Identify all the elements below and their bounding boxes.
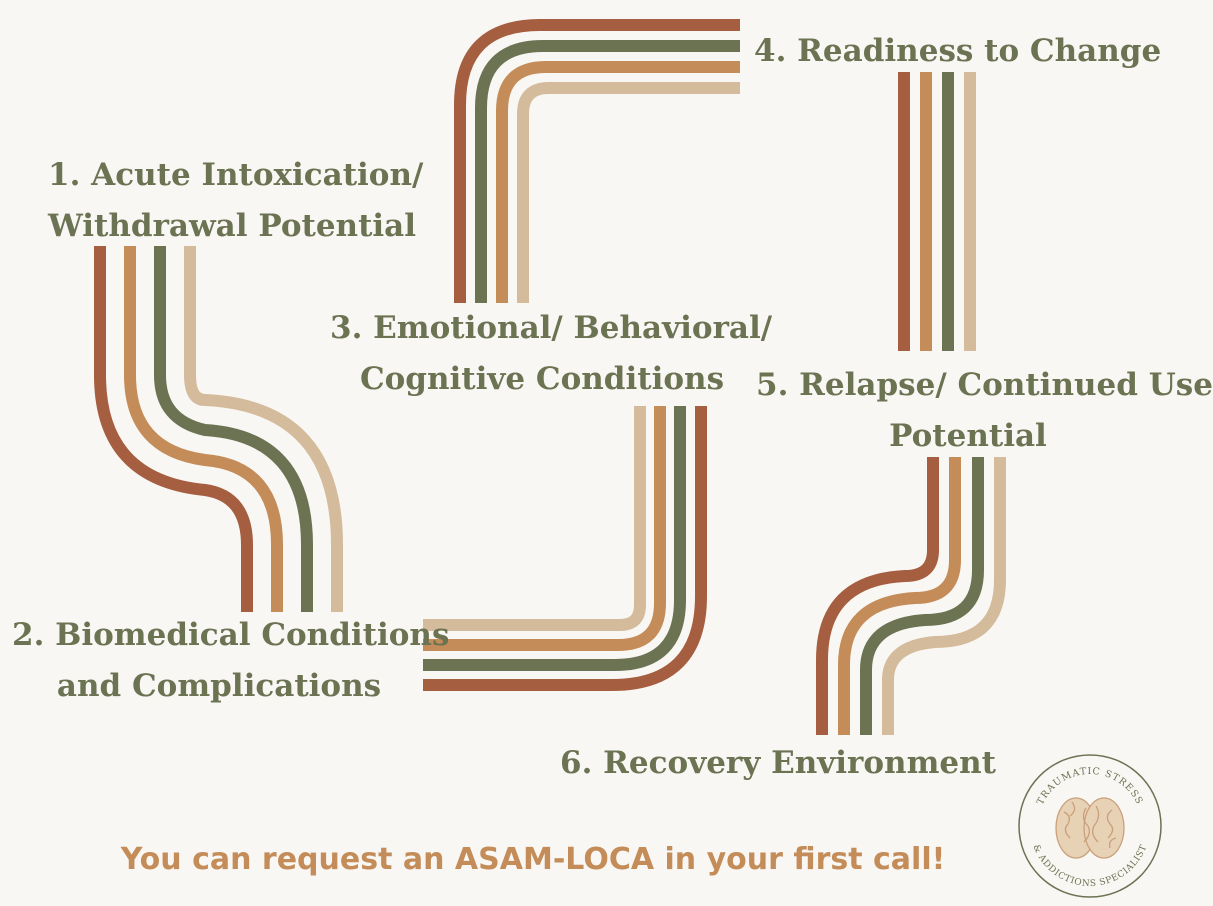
stripe-olive [154, 246, 313, 612]
dimension-2-line2: and Complications [56, 668, 382, 704]
stripe-beige [882, 457, 1006, 735]
stripe-rust [816, 457, 939, 735]
connector-5-6 [816, 457, 1006, 735]
dimension-2-line1: 2. Biomedical Conditions [12, 617, 450, 653]
stripe-beige [517, 82, 740, 303]
dimension-2-label: 2. Biomedical Conditions and Complicatio… [12, 610, 450, 712]
stripe-tan [423, 406, 666, 651]
stripe-rust [454, 19, 740, 303]
dimension-4-line1: 4. Readiness to Change [754, 33, 1162, 69]
dimension-1-label: 1. Acute Intoxication/ Withdrawal Potent… [48, 150, 424, 252]
connector-4-5 [898, 72, 976, 351]
stripe-rust [423, 406, 707, 691]
dimension-3-label: 3. Emotional/ Behavioral/ Cognitive Cond… [330, 303, 773, 405]
dimension-6-line1: 6. Recovery Environment [560, 745, 996, 781]
stripe-olive [423, 406, 686, 671]
connector-3-4 [454, 19, 740, 303]
stripe-connectors [94, 19, 1006, 735]
dimension-5-line1: 5. Relapse/ Continued Use [756, 367, 1213, 403]
stripe-tan [838, 457, 961, 735]
stripe-olive [860, 457, 984, 735]
cta-text: You can request an ASAM-LOCA in your fir… [120, 842, 946, 877]
dimension-1-line1: 1. Acute Intoxication/ [48, 157, 424, 193]
logo-seal: TRAUMATIC STRESS & ADDICTIONS SPECIALIST [1018, 754, 1162, 898]
dimension-3-line1: 3. Emotional/ Behavioral/ [330, 310, 773, 346]
dimension-5-line2: Potential [889, 418, 1047, 454]
connector-1-2 [94, 246, 343, 612]
stripe-tan [496, 61, 740, 303]
dimension-6-label: 6. Recovery Environment [560, 738, 996, 789]
connector-2-3 [423, 406, 707, 691]
stripe-olive [475, 40, 740, 303]
stripe-beige [423, 406, 646, 631]
dimension-5-label: 5. Relapse/ Continued Use Potential [756, 360, 1213, 462]
stripe-beige [184, 246, 343, 612]
dimension-1-line2: Withdrawal Potential [48, 208, 417, 244]
stripe-rust [94, 246, 253, 612]
stripe-tan [124, 246, 283, 612]
brain-icon [1055, 797, 1125, 859]
dimension-3-line2: Cognitive Conditions [359, 361, 725, 397]
dimension-4-label: 4. Readiness to Change [754, 26, 1161, 77]
